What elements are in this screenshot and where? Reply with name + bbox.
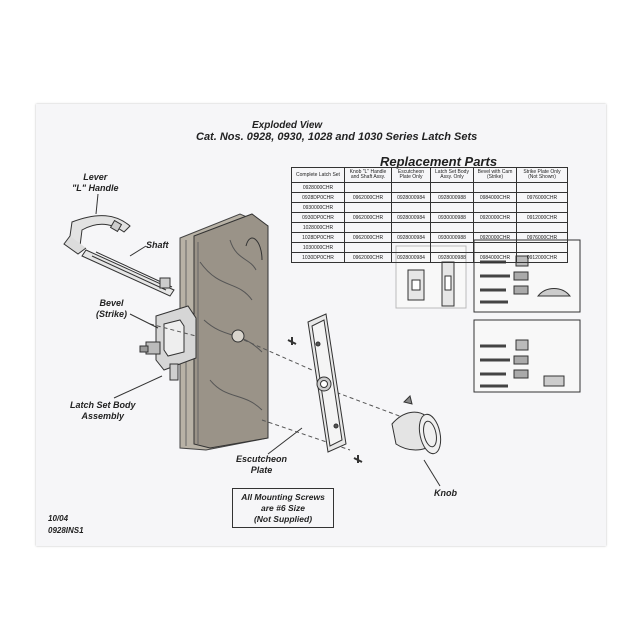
label-lever-line1: Lever <box>83 172 108 182</box>
escutcheon-plate <box>307 313 347 453</box>
table-cell <box>473 202 517 213</box>
table-cell: 0984000CHR <box>473 252 517 263</box>
table-cell <box>430 182 474 193</box>
table-cell <box>391 222 431 233</box>
leader-lines <box>95 193 441 487</box>
table-cell <box>516 242 568 253</box>
footer-date: 10/04 <box>48 514 69 523</box>
replacement-parts-table: Complete Latch Set Knob "L" Handle and S… <box>291 167 568 263</box>
table-cell <box>344 202 392 213</box>
column-header: Bevel with Cam (Strike) <box>473 167 517 183</box>
label-escutcheon: Escutcheon Plate <box>236 454 287 476</box>
label-lever-line2: "L" Handle <box>72 183 119 193</box>
table-cell <box>344 182 392 193</box>
table-cell: 0930000988 <box>430 212 474 223</box>
table-cell: 0930000988 <box>430 232 474 243</box>
label-lever: Lever "L" Handle <box>72 172 119 194</box>
label-shaft: Shaft <box>146 240 169 250</box>
figure-detail-2 <box>473 319 581 393</box>
column-header: Knob "L" Handle and Shaft Assy. <box>344 167 392 183</box>
table-cell: 0920000CHR <box>473 232 517 243</box>
table-cell: 0928000CHR <box>291 182 345 193</box>
table-cell: 0930000CHR <box>291 202 345 213</box>
table-cell: 0912000CHR <box>516 212 568 223</box>
label-bevel: Bevel (Strike) <box>96 298 127 320</box>
column-header: Strike Plate Only (Not Shown) <box>516 167 568 183</box>
table-cell: 0928000984 <box>391 212 431 223</box>
footer-doc-id: 0928INS1 <box>48 526 84 535</box>
table-cell <box>516 182 568 193</box>
table-cell <box>473 182 517 193</box>
table-cell: 0928000988 <box>430 252 474 263</box>
column-header: Latch Set Body Assy. Only <box>430 167 474 183</box>
table-cell <box>430 222 474 233</box>
table-cell: 0928000984 <box>391 252 431 263</box>
table-cell: 1028000CHR <box>291 222 345 233</box>
mounting-screws-note: All Mounting Screws are #6 Size (Not Sup… <box>232 488 334 528</box>
note-line-1: All Mounting Screws <box>241 492 325 502</box>
table-cell: 0984000CHR <box>473 192 517 203</box>
label-bevel-line2: (Strike) <box>96 309 128 319</box>
note-line-2: are #6 Size <box>261 503 305 513</box>
table-cell <box>430 242 474 253</box>
title-line-2: Cat. Nos. 0928, 0930, 1028 and 1030 Seri… <box>196 131 478 143</box>
table-cell: 0928000984 <box>391 232 431 243</box>
table-cell <box>516 202 568 213</box>
table-row: 0928000CHR <box>291 182 568 193</box>
note-line-3: (Not Supplied) <box>253 514 313 524</box>
latch-body <box>139 305 197 381</box>
table-row: 1030000CHR <box>291 242 568 253</box>
table-cell: 1028DP0CHR <box>291 232 345 243</box>
table-cell: 0920000CHR <box>473 212 517 223</box>
lever-handle <box>63 215 131 255</box>
table-cell: 1030000CHR <box>291 242 345 253</box>
table-cell: 0962000CHR <box>344 192 392 203</box>
table-cell <box>391 182 431 193</box>
label-escutcheon-line1: Escutcheon <box>236 454 288 464</box>
table-cell: 0962000CHR <box>344 252 392 263</box>
door-slab <box>179 213 269 451</box>
knob <box>391 411 442 455</box>
table-cell: 0976000CHR <box>516 192 568 203</box>
table-cell: 0976000CHR <box>516 232 568 243</box>
table-cell: 0928000988 <box>430 192 474 203</box>
shaft <box>81 249 175 297</box>
table-cell: 0912000CHR <box>516 252 568 263</box>
table-cell: 0962000CHR <box>344 212 392 223</box>
table-cell: 0928000984 <box>391 192 431 203</box>
table-cell <box>430 202 474 213</box>
table-header-row: Complete Latch Set Knob "L" Handle and S… <box>291 167 568 183</box>
label-latch-set-body: Latch Set Body Assembly <box>70 400 136 422</box>
label-latch-line1: Latch Set Body <box>70 400 136 410</box>
table-cell <box>391 202 431 213</box>
table-cell <box>344 242 392 253</box>
label-escutcheon-line2: Plate <box>250 465 273 475</box>
column-header: Escutcheon Plate Only <box>391 167 431 183</box>
table-cell <box>516 222 568 233</box>
label-latch-line2: Assembly <box>81 411 125 421</box>
column-header: Complete Latch Set <box>291 167 345 183</box>
table-cell: 0962000CHR <box>344 232 392 243</box>
table-cell <box>473 242 517 253</box>
title-line-1: Exploded View <box>252 120 323 131</box>
label-knob: Knob <box>434 488 457 498</box>
replacement-parts-title: Replacement Parts <box>380 154 498 169</box>
table-cell: 1030DP0CHR <box>291 252 345 263</box>
table-row: 0930000CHR <box>291 202 568 213</box>
table-cell <box>391 242 431 253</box>
label-bevel-line1: Bevel <box>99 298 124 308</box>
table-cell: 0930DP0CHR <box>291 212 345 223</box>
mounting-screws <box>287 337 413 463</box>
table-cell <box>473 222 517 233</box>
table-cell: 0928DP0CHR <box>291 192 345 203</box>
table-cell <box>344 222 392 233</box>
table-row: 1028000CHR <box>291 222 568 233</box>
